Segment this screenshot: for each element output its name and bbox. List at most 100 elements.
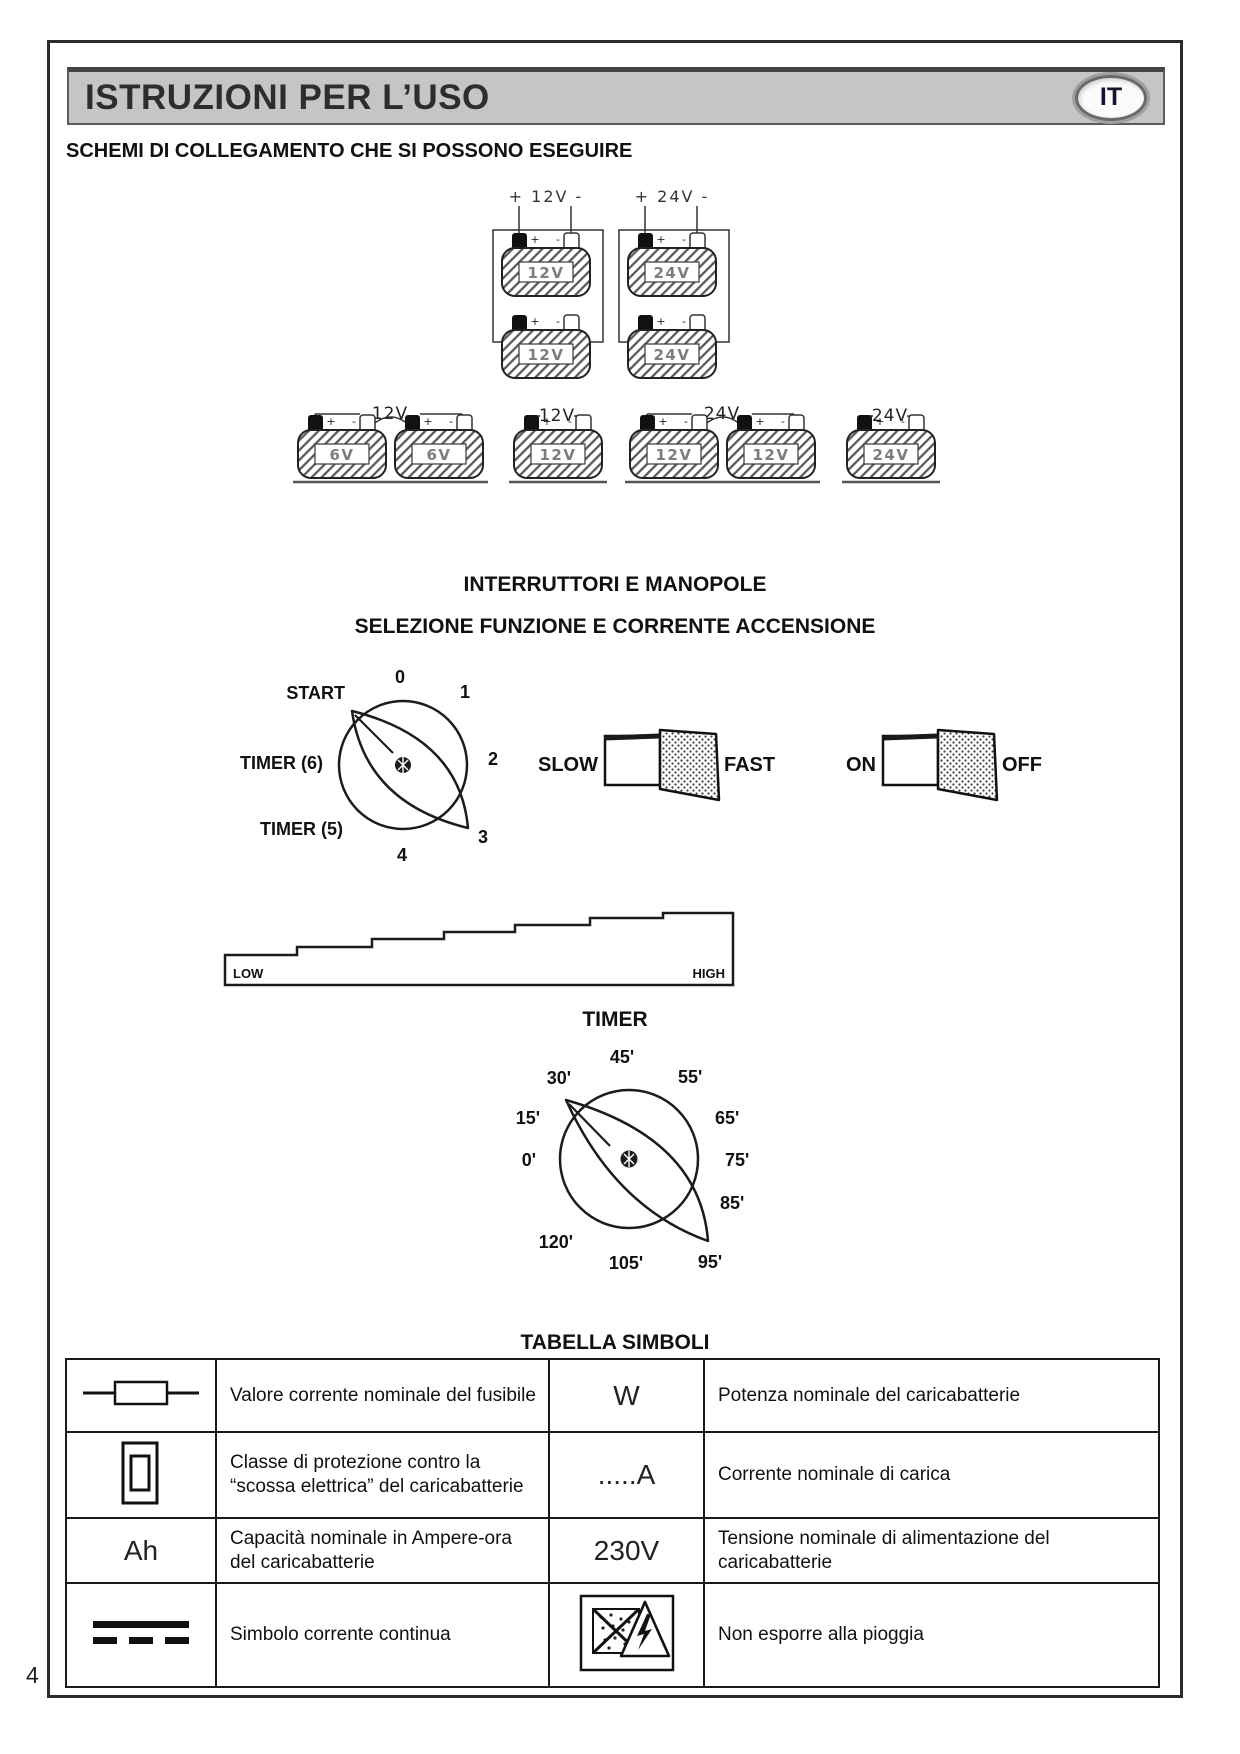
parallel-group-12v: + 12V - + - 12V + - 12V <box>492 187 604 379</box>
ramp-label-high: HIGH <box>693 966 726 981</box>
symbol-value-ampere: .....A <box>548 1431 705 1519</box>
symbol-description: Potenza nominale del caricabatterie <box>703 1358 1160 1433</box>
svg-text:6V: 6V <box>426 446 451 464</box>
table-row: Classe di protezione contro la “scossa e… <box>65 1431 1160 1519</box>
knob-position-1: 1 <box>460 682 470 702</box>
svg-text:+: + <box>656 315 665 328</box>
svg-text:24V: 24V <box>654 346 691 364</box>
symbols-table: Valore corrente nominale del fusibile W … <box>65 1358 1160 1688</box>
series-group-single-24v: 24V + - 24V <box>842 406 940 484</box>
symbol-value-ah: Ah <box>65 1517 217 1584</box>
it-language-badge: IT <box>1075 74 1147 121</box>
page-number: 4 <box>26 1662 39 1688</box>
header-bar: ISTRUZIONI PER L’USO IT <box>67 67 1165 125</box>
svg-text:-: - <box>556 315 560 328</box>
knob-position-timer5: TIMER (5) <box>260 819 343 839</box>
symbol-description: Tensione nominale di alimentazione del c… <box>703 1517 1160 1584</box>
selection-heading: SELEZIONE FUNZIONE E CORRENTE ACCENSIONE <box>354 615 876 638</box>
symbol-value-watt: W <box>548 1358 705 1433</box>
page-border: ISTRUZIONI PER L’USO IT SCHEMI DI COLLEG… <box>47 40 1183 1698</box>
symbol-description: Valore corrente nominale del fusibile <box>215 1358 550 1433</box>
power-ramp-diagram: LOW HIGH <box>223 911 735 987</box>
timer-position-30: 30' <box>547 1068 571 1088</box>
battery: + - 6V <box>394 414 484 479</box>
battery-connection-diagrams: + 12V - + - 12V + - 12V <box>293 187 940 484</box>
knob-position-start: START <box>286 683 345 703</box>
svg-text:+: + <box>530 315 539 328</box>
svg-text:6V: 6V <box>329 446 354 464</box>
timer-position-85: 85' <box>720 1193 744 1213</box>
timer-position-75: 75' <box>725 1150 749 1170</box>
slow-fast-switch: SLOW FAST <box>538 728 775 802</box>
svg-text:-: - <box>781 415 785 428</box>
svg-text:+ 24V -: + 24V - <box>635 187 710 206</box>
symbol-description: Capacità nominale in Ampere-ora del cari… <box>215 1517 550 1584</box>
battery: + - 12V <box>726 414 816 479</box>
knob-position-0: 0 <box>395 667 405 687</box>
svg-text:12V: 12V <box>753 446 790 464</box>
controls-heading: INTERRUTTORI E MANOPOLE <box>463 573 767 596</box>
battery: + - 24V <box>627 232 717 297</box>
battery: + - 12V <box>513 414 603 479</box>
battery: + - 24V <box>627 314 717 379</box>
switch-label-slow: SLOW <box>538 754 598 776</box>
timer-position-45: 45' <box>610 1047 634 1067</box>
battery: + - 6V <box>297 414 387 479</box>
battery: + - 24V <box>846 414 936 479</box>
svg-text:-: - <box>684 415 688 428</box>
knob-position-4: 4 <box>397 845 407 865</box>
svg-text:24V: 24V <box>873 446 910 464</box>
timer-position-15: 15' <box>516 1108 540 1128</box>
symbol-description: Corrente nominale di carica <box>703 1431 1160 1519</box>
svg-text:+: + <box>326 415 335 428</box>
switch-label-fast: FAST <box>724 754 775 776</box>
battery: + - 12V <box>629 414 719 479</box>
svg-text:-: - <box>449 415 453 428</box>
timer-heading: TIMER <box>582 1008 648 1031</box>
knob-position-2: 2 <box>488 749 498 769</box>
timer-position-105: 105' <box>609 1253 643 1273</box>
series-group-12v-12v: 24V + - 12V + - 12V <box>625 404 820 484</box>
svg-text:24V: 24V <box>654 264 691 282</box>
svg-text:+: + <box>658 415 667 428</box>
svg-text:-: - <box>682 315 686 328</box>
on-off-switch: ON OFF <box>846 728 1042 802</box>
fuse-icon <box>65 1358 217 1433</box>
svg-text:12V: 12V <box>540 446 577 464</box>
timer-knob: 0' 15' 30' 45' 55' 65' 75' 85' 95' 105' … <box>516 1047 750 1273</box>
svg-text:+: + <box>423 415 432 428</box>
dc-current-icon <box>65 1582 217 1688</box>
symbol-description: Classe di protezione contro la “scossa e… <box>215 1431 550 1519</box>
table-row: Ah Capacità nominale in Ampere-ora del c… <box>65 1517 1160 1584</box>
series-group-single-12v: 12V + - 12V <box>509 406 607 484</box>
svg-text:-: - <box>352 415 356 428</box>
svg-text:12V: 12V <box>656 446 693 464</box>
page-title: ISTRUZIONI PER L’USO <box>85 77 490 117</box>
parallel-group-24v: + 24V - + - 24V + - 24V <box>618 187 730 379</box>
knob-pointer <box>350 709 470 830</box>
table-row: Valore corrente nominale del fusibile W … <box>65 1358 1160 1433</box>
knob-position-3: 3 <box>478 827 488 847</box>
svg-text:12V: 12V <box>539 406 575 426</box>
battery: + - 12V <box>501 314 591 379</box>
no-rain-icon <box>548 1582 705 1688</box>
svg-text:+: + <box>875 415 884 428</box>
protection-class-icon <box>65 1431 217 1519</box>
svg-text:-: - <box>682 233 686 246</box>
battery: + - 12V <box>501 232 591 297</box>
ramp-label-low: LOW <box>233 966 264 981</box>
svg-text:+: + <box>530 233 539 246</box>
timer-position-65: 65' <box>715 1108 739 1128</box>
svg-text:+: + <box>542 415 551 428</box>
series-group-6v-6v: 12V + - 6V + - 6V <box>293 404 488 484</box>
timer-position-95: 95' <box>698 1252 722 1272</box>
svg-text:+: + <box>755 415 764 428</box>
symbol-description: Simbolo corrente continua <box>215 1582 550 1688</box>
svg-text:+: + <box>656 233 665 246</box>
switch-label-off: OFF <box>1002 754 1042 776</box>
switch-label-on: ON <box>846 754 876 776</box>
svg-text:12V: 12V <box>528 346 565 364</box>
timer-position-0: 0' <box>522 1150 536 1170</box>
svg-text:-: - <box>556 233 560 246</box>
symbols-heading: TABELLA SIMBOLI <box>520 1331 710 1354</box>
